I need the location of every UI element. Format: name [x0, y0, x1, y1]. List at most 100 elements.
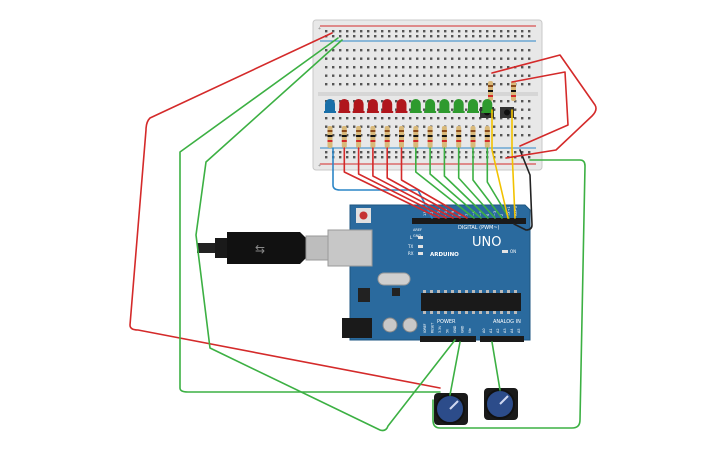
aref-label: AREF	[413, 228, 422, 232]
hole	[514, 100, 517, 103]
hole	[339, 117, 342, 120]
rail-hole	[367, 35, 370, 38]
breadboard[interactable]: + +	[312, 19, 543, 171]
hole	[514, 125, 517, 128]
led	[481, 99, 494, 113]
potentiometer-2[interactable]	[484, 388, 518, 420]
hole	[507, 117, 510, 120]
digital-label: DIGITAL (PWM~)	[458, 225, 500, 231]
hole	[367, 74, 370, 77]
push-button-2[interactable]	[500, 107, 514, 118]
hole	[416, 49, 419, 52]
led	[409, 99, 422, 113]
hole	[465, 83, 468, 86]
chip-pin	[479, 311, 482, 314]
voltage-regulator	[358, 288, 370, 302]
rail-hole	[437, 30, 440, 33]
hole	[409, 125, 412, 128]
hole	[528, 125, 531, 128]
hole	[486, 66, 489, 69]
hole	[360, 49, 363, 52]
hole	[423, 117, 426, 120]
led	[366, 99, 379, 113]
hole	[367, 83, 370, 86]
hole	[472, 66, 475, 69]
wire-green	[443, 147, 489, 219]
hole	[353, 134, 356, 137]
hole	[430, 57, 433, 60]
wire-green-pot2	[195, 39, 456, 432]
rail-hole	[402, 30, 405, 33]
analog-pin-label: A2	[496, 328, 500, 333]
hole	[423, 74, 426, 77]
hole	[514, 49, 517, 52]
hole	[402, 57, 405, 60]
hole	[430, 49, 433, 52]
hole	[465, 134, 468, 137]
chip-pin	[458, 311, 461, 314]
wire-red	[400, 147, 468, 219]
rail-hole	[325, 151, 328, 154]
rail-hole	[388, 156, 391, 159]
hole	[367, 134, 370, 137]
hole	[332, 125, 335, 128]
digital-pin-label: 7	[465, 214, 469, 216]
led	[338, 99, 351, 113]
rail-hole	[500, 35, 503, 38]
hole	[332, 66, 335, 69]
digital-pin-label: ~3	[493, 211, 497, 216]
led	[438, 99, 451, 113]
led	[352, 99, 365, 113]
hole	[395, 74, 398, 77]
rail-hole	[423, 156, 426, 159]
hole	[409, 134, 412, 137]
rail-hole	[458, 30, 461, 33]
hole	[409, 49, 412, 52]
hole	[500, 100, 503, 103]
chip-pin	[451, 311, 454, 314]
hole	[521, 57, 524, 60]
rail-hole	[514, 151, 517, 154]
resistor	[427, 126, 433, 148]
hole	[423, 83, 426, 86]
hole	[528, 49, 531, 52]
hole	[472, 83, 475, 86]
resistor	[470, 126, 476, 148]
reset-button[interactable]	[356, 208, 371, 223]
dc-power-jack[interactable]	[342, 318, 372, 338]
hole	[423, 57, 426, 60]
wire-blue	[332, 147, 433, 219]
rail-hole	[500, 151, 503, 154]
rail-hole	[451, 156, 454, 159]
hole	[346, 125, 349, 128]
rail-hole	[528, 156, 531, 159]
chip-pin	[437, 290, 440, 293]
hole	[374, 66, 377, 69]
chip-pin	[493, 311, 496, 314]
rail-hole	[388, 30, 391, 33]
hole	[339, 134, 342, 137]
hole	[409, 100, 412, 103]
rail-hole	[479, 35, 482, 38]
hole	[514, 117, 517, 120]
rail-hole	[500, 156, 503, 159]
usb-cable[interactable]: ⇆	[197, 229, 373, 267]
hole	[381, 134, 384, 137]
wire-green-pot	[179, 37, 441, 393]
potentiometer-1[interactable]	[434, 393, 468, 425]
rail-hole	[339, 35, 342, 38]
hole	[325, 57, 328, 60]
arduino-uno-board[interactable]: DIGITAL (PWM~) UNO ARDUINO AREF GND L TX…	[342, 204, 531, 342]
rail-hole	[437, 35, 440, 38]
hole	[416, 83, 419, 86]
hole	[451, 117, 454, 120]
hole	[353, 125, 356, 128]
hole	[437, 74, 440, 77]
rail-hole	[381, 35, 384, 38]
digital-pin-label: ~10	[444, 209, 448, 216]
hole	[437, 134, 440, 137]
wire-green	[472, 147, 503, 219]
hole	[465, 117, 468, 120]
hole	[360, 74, 363, 77]
hole	[381, 117, 384, 120]
